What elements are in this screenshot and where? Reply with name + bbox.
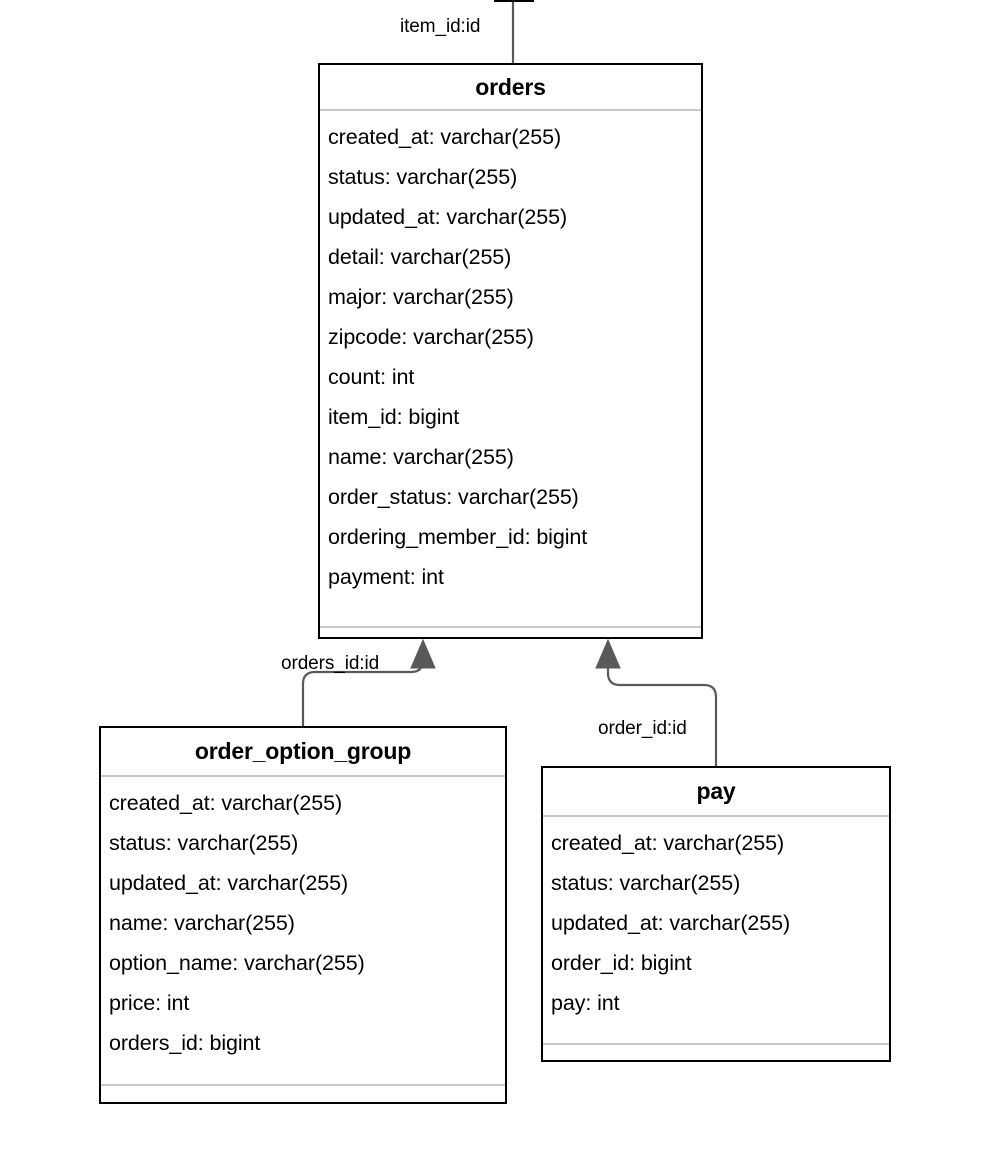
entity-field-row: created_at: varchar(255) (109, 791, 343, 815)
clipped-entity-fragment (494, 0, 534, 2)
entity-field-row: order_status: varchar(255) (328, 485, 579, 509)
entity-field-row: name: varchar(255) (109, 911, 295, 935)
edge-label-item-to-orders: item_id:id (400, 16, 481, 37)
entity-field-row: option_name: varchar(255) (109, 951, 365, 975)
entity-field-row: price: int (109, 991, 190, 1015)
entity-orders-title: orders (475, 73, 546, 100)
entity-field-row: detail: varchar(255) (328, 245, 512, 269)
entity-pay-title: pay (696, 778, 736, 804)
arrowhead-order-option-group-to-orders (410, 638, 436, 669)
entity-orders[interactable]: orders created_at: varchar(255) status: … (318, 63, 703, 639)
entity-pay-footer (543, 1043, 889, 1060)
entity-field-row: created_at: varchar(255) (551, 831, 785, 855)
entity-field-row: orders_id: bigint (109, 1031, 261, 1055)
entity-field-row: order_id: bigint (551, 951, 692, 975)
entity-order-option-group-body: created_at: varchar(255) status: varchar… (101, 777, 505, 1084)
entity-orders-footer (320, 626, 701, 637)
entity-field-row: major: varchar(255) (328, 285, 514, 309)
arrowhead-pay-to-orders (595, 638, 621, 669)
entity-field-row: updated_at: varchar(255) (551, 911, 791, 935)
entity-field-row: ordering_member_id: bigint (328, 525, 588, 549)
entity-order-option-group-title: order_option_group (194, 738, 412, 764)
entity-pay-body: created_at: varchar(255) status: varchar… (543, 817, 889, 1043)
entity-order-option-group-header: order_option_group (101, 728, 505, 777)
entity-field-row: status: varchar(255) (551, 871, 741, 895)
edge-label-order-option-group-to-orders: orders_id:id (281, 653, 380, 674)
entity-field-row: updated_at: varchar(255) (109, 871, 349, 895)
entity-field-row: pay: int (551, 991, 620, 1015)
entity-order-option-group-footer (101, 1084, 505, 1102)
entity-field-row: name: varchar(255) (328, 445, 514, 469)
entity-field-row: status: varchar(255) (328, 165, 518, 189)
entity-field-row: payment: int (328, 565, 444, 589)
entity-field-row: updated_at: varchar(255) (328, 205, 568, 229)
entity-field-row: count: int (328, 365, 415, 389)
edge-pay-to-orders (606, 655, 718, 766)
entity-field-row: status: varchar(255) (109, 831, 299, 855)
entity-field-row: item_id: bigint (328, 405, 460, 429)
entity-pay-header: pay (543, 768, 889, 817)
entity-order-option-group[interactable]: order_option_group created_at: varchar(2… (99, 726, 507, 1104)
entity-orders-body: created_at: varchar(255) status: varchar… (320, 111, 701, 626)
entity-pay[interactable]: pay created_at: varchar(255) status: var… (541, 766, 891, 1062)
entity-field-row: zipcode: varchar(255) (328, 325, 534, 349)
edge-label-pay-to-orders: order_id:id (598, 718, 687, 739)
entity-field-row: created_at: varchar(255) (328, 125, 562, 149)
entity-orders-header: orders (320, 65, 701, 111)
